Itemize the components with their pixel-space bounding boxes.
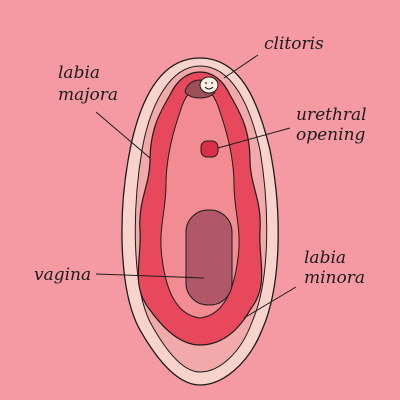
- clitoris-eye-left: [205, 82, 207, 84]
- labia-minora-label-line1: labia: [304, 248, 346, 268]
- vagina-label: vagina: [34, 265, 91, 285]
- urethral-label-line1: urethral: [296, 105, 367, 125]
- vagina-leader-line: [95, 273, 205, 279]
- labia-majora-label-line1: labia: [58, 63, 100, 83]
- labia-majora-leader-line: [95, 111, 151, 159]
- urethral-opening-shape: [200, 140, 219, 158]
- clitoris-smile: [204, 86, 214, 90]
- vaginal-opening-shape: [185, 209, 233, 306]
- clitoris-leader-line: [223, 54, 259, 79]
- clitoris-shape: [199, 76, 219, 94]
- clitoris-label: clitoris: [264, 34, 324, 54]
- labia-minora-leader-line: [243, 286, 297, 319]
- urethral-leader-line: [217, 127, 291, 149]
- labia-majora-label-line2: majora: [58, 85, 118, 105]
- labia-minora-label-line2: minora: [304, 268, 365, 288]
- clitoris-eye-right: [211, 82, 213, 84]
- urethral-label-line2: opening: [296, 125, 366, 145]
